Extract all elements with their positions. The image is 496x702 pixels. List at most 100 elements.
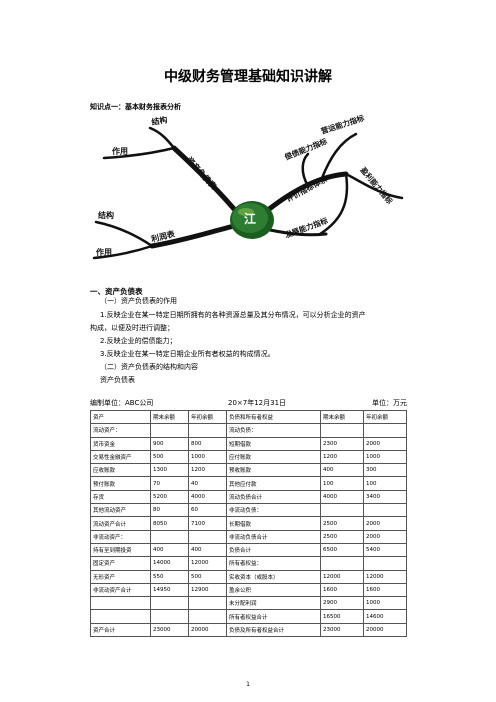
table-cell: 500: [150, 449, 189, 465]
table-cell: [90, 596, 151, 611]
table-cell: 负债合计: [226, 542, 321, 558]
branch-development: [318, 172, 349, 236]
table-cell: 14000: [150, 556, 189, 571]
table-cell: [188, 596, 227, 611]
table-cell: 23000: [150, 622, 189, 638]
subheading-structure: （二）资产负债表的结构和内容: [100, 363, 198, 371]
table-cell: 长期借款: [226, 516, 321, 531]
table-cell: 12000: [188, 556, 227, 571]
table-cell: 100: [363, 476, 407, 491]
table-cell: 400: [150, 542, 189, 558]
item-1-line-2: 构成，以便及时进行调整；: [90, 324, 174, 332]
label-structure-bottom: 结构: [98, 210, 114, 220]
table-cell: 1200: [320, 449, 364, 465]
balance-sheet-table: 资产期末余额年初余额负债和所有者权益期末余额年初余额流动资产：流动负债：货币资金…: [90, 409, 407, 638]
label-profitability: 盈利能力指标: [358, 164, 396, 206]
table-cell: 所有者权益：: [226, 556, 321, 571]
table-cell: 12900: [188, 582, 227, 598]
table-cell: 年初余额: [363, 409, 407, 425]
table-cell: 其他流动资产: [90, 503, 151, 518]
table-cell: 持有至到期投资: [90, 542, 151, 558]
table-cell: 14600: [363, 609, 407, 624]
table-cell: 应付账款: [226, 449, 321, 465]
branch-usage-top: [102, 146, 176, 160]
item-2: 2.反映企业的偿债能力；: [100, 337, 177, 345]
branch-solvency: [301, 152, 310, 188]
table-cell: 预收账款: [226, 463, 321, 478]
table-cell: 负债和所有者权益: [226, 409, 321, 425]
table-cell: 1200: [188, 463, 227, 478]
branch-structure-top: [148, 126, 176, 150]
table-cell: 短期借款: [226, 436, 321, 451]
table-cell: 实收资本（或股本）: [226, 569, 321, 584]
table-cell: 2900: [320, 596, 364, 611]
table-cell: 流动负债合计: [226, 489, 321, 505]
table-cell: [188, 609, 227, 624]
company-name: 编制单位：ABC公司: [90, 399, 154, 407]
table-cell: 4000: [188, 489, 227, 505]
table-cell: 流动资产合计: [90, 516, 151, 531]
table-cell: 4000: [320, 489, 364, 505]
table-cell: 未分配利润: [226, 596, 321, 611]
table-cell: 400: [188, 542, 227, 558]
table-cell: 20000: [363, 622, 407, 638]
table-cell: 应收账款: [90, 463, 151, 478]
knowledge-point-heading: 知识点一：基本财务报表分析: [90, 103, 181, 111]
table-cell: 23000: [320, 622, 364, 638]
table-header-row: 资产期末余额年初余额负债和所有者权益期末余额年初余额: [90, 409, 407, 425]
table-cell: 2000: [363, 529, 407, 544]
table-cell: 无形资产: [90, 569, 151, 584]
table-cell: 12000: [320, 569, 364, 584]
table-cell: 所有者权益合计: [226, 609, 321, 624]
table-cell: 存货: [90, 489, 151, 505]
table-cell: [363, 503, 407, 518]
table-cell: [320, 423, 364, 438]
subheading-purpose: （一）资产负债表的作用: [100, 297, 177, 305]
table-cell: 负债及所有者权益合计: [226, 622, 321, 638]
table-cell: [90, 609, 151, 624]
table-cell: 20000: [188, 622, 227, 638]
table-cell: 交易性金融资产: [90, 449, 151, 465]
table-cell: 期末余额: [150, 409, 189, 425]
table-cell: 12000: [363, 569, 407, 584]
table-cell: [188, 423, 227, 438]
table-cell: 900: [150, 436, 189, 451]
table-cell: 2300: [320, 436, 364, 451]
table-cell: 流动资产：: [90, 423, 151, 438]
table-cell: 400: [320, 463, 364, 478]
table-cell: 2500: [320, 529, 364, 544]
table-cell: 800: [188, 436, 227, 451]
unit-label: 单位：万元: [372, 399, 407, 407]
table-cell: [150, 596, 189, 611]
table-cell: [363, 423, 407, 438]
table-cell: [363, 556, 407, 571]
branch-development-tail: [268, 228, 328, 237]
table-cell: 1600: [363, 582, 407, 598]
table-cell: 14950: [150, 582, 189, 598]
label-system: 评价指标体系: [284, 174, 329, 204]
table-cell: 550: [150, 569, 189, 584]
label-usage-top: 作用: [112, 146, 128, 156]
table-cell: 盈余公积: [226, 582, 321, 598]
table-cell: 1000: [363, 449, 407, 465]
table-cell: 其他应付款: [226, 476, 321, 491]
label-development: 发展能力指标: [282, 215, 329, 240]
table-cell: 8050: [150, 516, 189, 531]
table-cell: 期末余额: [320, 409, 364, 425]
table-cell: 70: [150, 476, 189, 491]
table-cell: 1300: [150, 463, 189, 478]
item-1-line-1: 1.反映企业在某一特定日期所拥有的各种资源总量及其分布情况，可以分析企业的资产: [100, 311, 366, 319]
table-row: 流动资产：流动负债：: [90, 423, 407, 438]
label-usage-bottom: 作用: [96, 247, 112, 257]
table-cell: [150, 529, 189, 544]
branch-operating: [320, 132, 358, 180]
